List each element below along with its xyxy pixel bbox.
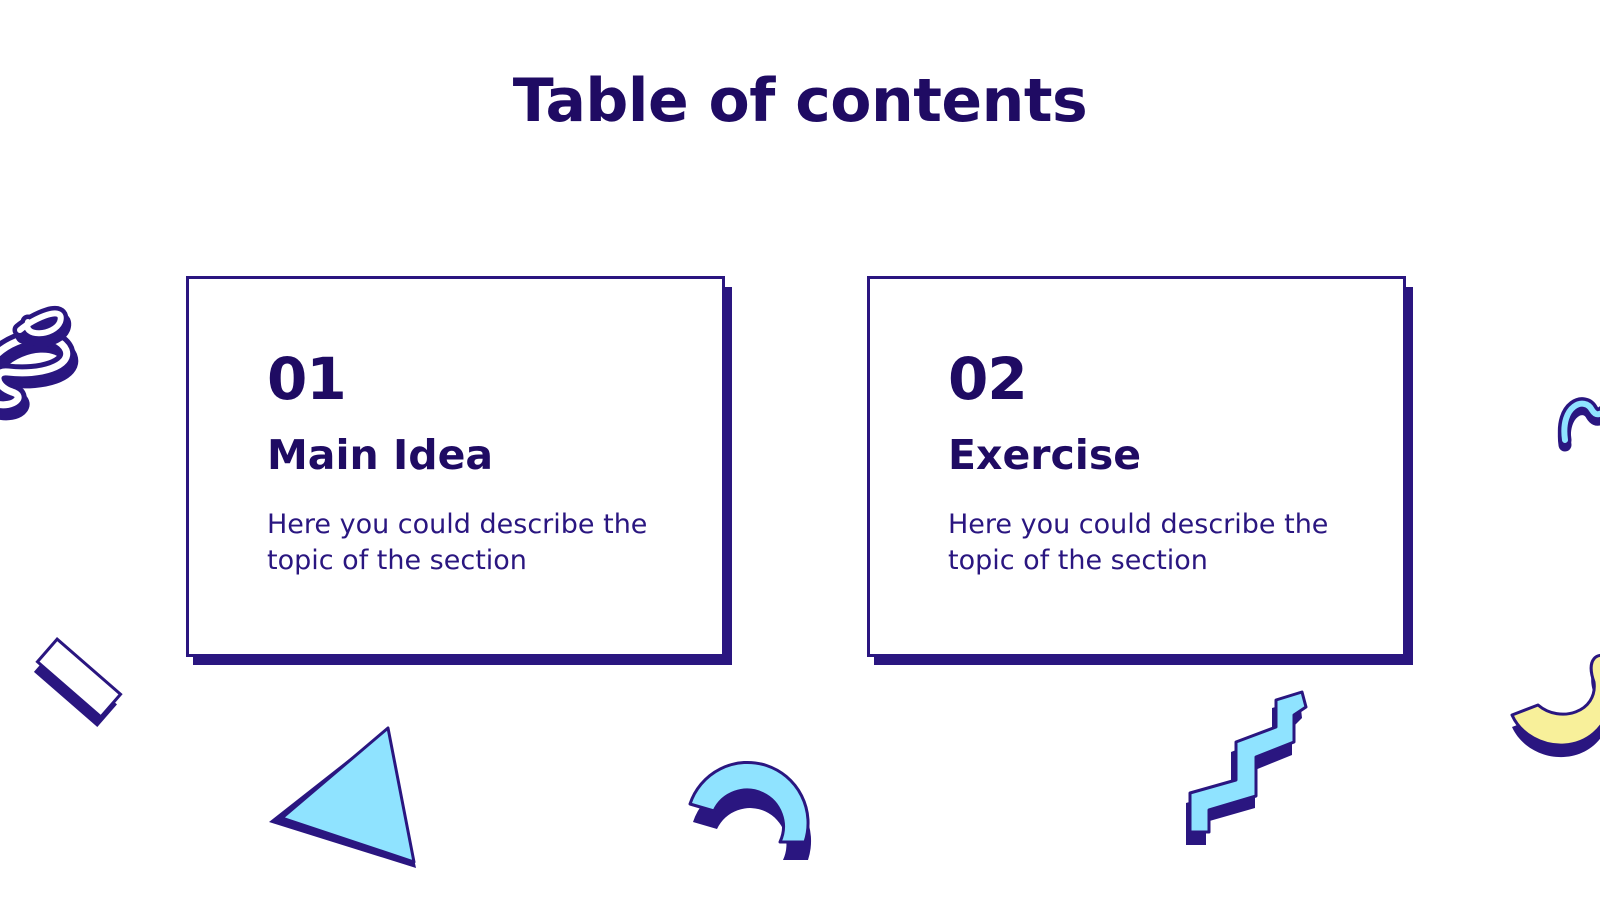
wave-icon [1557, 397, 1600, 452]
arc-icon [688, 760, 812, 860]
section-description: Here you could describe the topic of the… [948, 509, 1329, 576]
section-number: 01 [267, 345, 347, 413]
page-title: Table of contents [512, 66, 1088, 136]
section-heading: Main Idea [267, 431, 494, 479]
squiggle-icon [0, 305, 79, 421]
zigzag-icon [1186, 690, 1308, 845]
rectangle-icon [33, 637, 123, 728]
section-card-1[interactable]: 01 Main Idea Here you could describe the… [186, 276, 725, 657]
section-number: 02 [948, 345, 1028, 413]
section-description: Here you could describe the topic of the… [267, 509, 648, 576]
crescent-icon [1510, 654, 1600, 757]
triangle-icon [269, 726, 416, 868]
section-card-2[interactable]: 02 Exercise Here you could describe the … [867, 276, 1406, 657]
section-heading: Exercise [948, 431, 1142, 479]
